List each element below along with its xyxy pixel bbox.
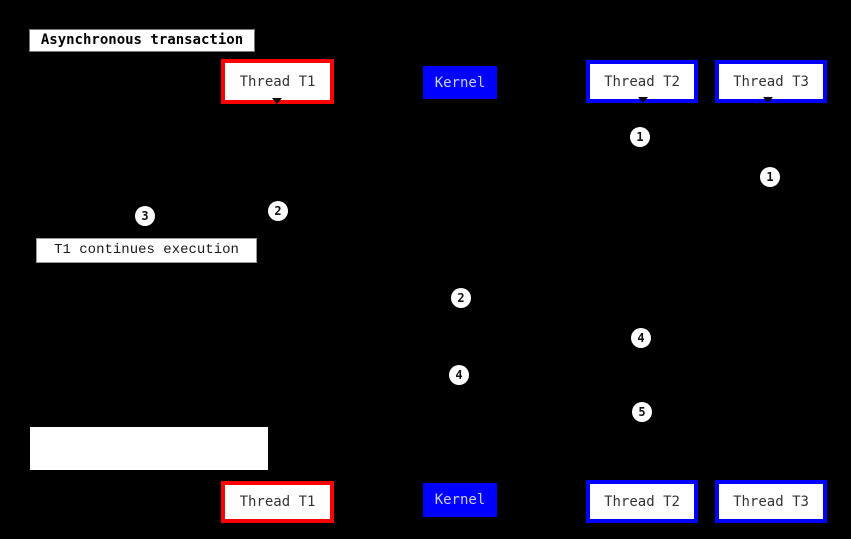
sequence-number-badge: 2 [268, 201, 288, 221]
sequence-number-badge: 1 [630, 127, 650, 147]
participant-label: Thread T1 [239, 73, 316, 90]
sequence-number-badge: 2 [451, 288, 471, 308]
sequence-number-badge: 5 [632, 402, 652, 422]
lifeline-notch [272, 98, 282, 104]
participant-label: Thread T2 [604, 73, 680, 90]
participant-thread-t2-bottom: Thread T2 [586, 480, 698, 523]
diagram-title: Asynchronous transaction [29, 29, 255, 52]
sequence-number-badge: 1 [760, 167, 780, 187]
participant-label: Thread T1 [239, 494, 316, 510]
participant-thread-t3-bottom: Thread T3 [715, 480, 827, 523]
lifeline-notch [638, 97, 648, 103]
sequence-number-badge: 3 [135, 206, 155, 226]
participant-label: Kernel [434, 74, 486, 91]
participant-label: Thread T3 [733, 73, 809, 90]
participant-label: Kernel [434, 492, 486, 508]
participant-kernel-top: Kernel [423, 66, 497, 99]
note-t1-continues: T1 continues execution [36, 238, 257, 263]
lifeline-notch [763, 97, 773, 103]
participant-thread-t3-top: Thread T3 [715, 60, 827, 103]
participant-label: Thread T2 [604, 493, 680, 510]
sequence-number-badge: 4 [449, 365, 469, 385]
participant-thread-t1-bottom: Thread T1 [221, 481, 334, 523]
participant-kernel-bottom: Kernel [423, 483, 497, 517]
arrowhead-notch [272, 477, 282, 483]
sequence-number-badge: 4 [631, 328, 651, 348]
empty-note-box [30, 427, 268, 470]
participant-thread-t1-top: Thread T1 [221, 59, 334, 104]
participant-label: Thread T3 [733, 493, 809, 510]
